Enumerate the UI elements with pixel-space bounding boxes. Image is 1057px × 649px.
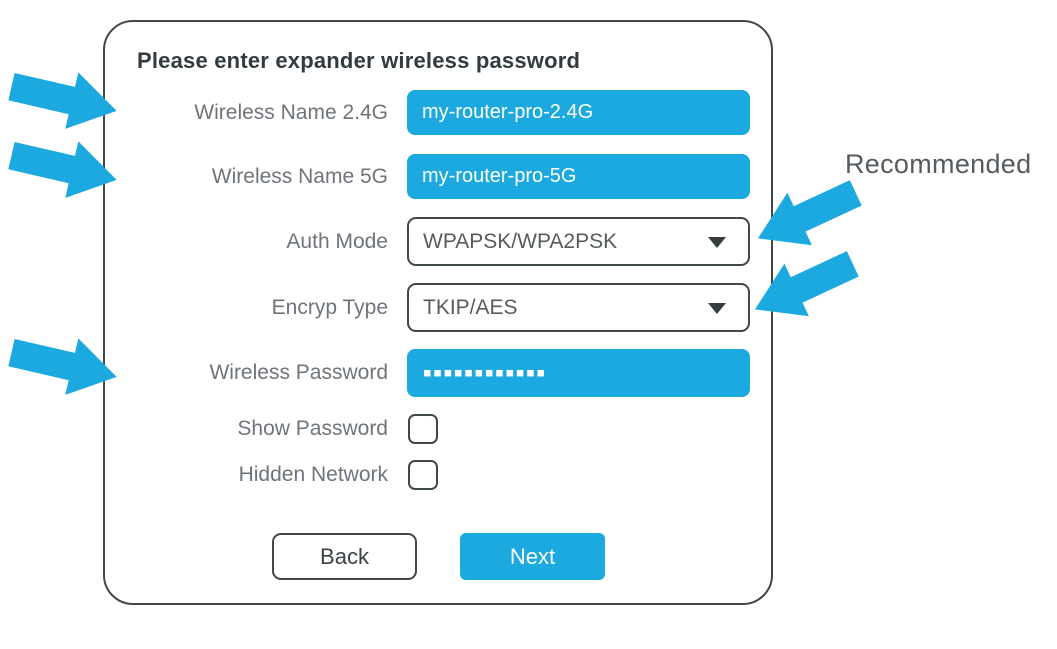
arrow-right-icon [4, 56, 125, 141]
wireless-name-24g-input[interactable]: my-router-pro-2.4G [407, 90, 750, 135]
auth-mode-select[interactable]: WPAPSK/WPA2PSK [407, 217, 750, 266]
back-button[interactable]: Back [272, 533, 417, 580]
wireless-password-label: Wireless Password [209, 361, 388, 384]
arrow-right-icon [4, 322, 125, 407]
dialog-title: Please enter expander wireless password [137, 48, 581, 73]
next-button[interactable]: Next [460, 533, 605, 580]
wireless-name-5g-input[interactable]: my-router-pro-5G [407, 154, 750, 199]
expander-password-dialog: Please enter expander wireless password … [103, 20, 773, 605]
arrow-down-left-icon [740, 236, 866, 339]
encryp-type-select[interactable]: TKIP/AES [407, 283, 750, 332]
auth-mode-label: Auth Mode [286, 230, 388, 253]
recommended-label: Recommended [845, 149, 1032, 179]
password-masked-value: ▪▪▪▪▪▪▪▪▪▪▪▪ [423, 365, 547, 381]
show-password-label: Show Password [237, 417, 388, 440]
auth-mode-selected-value: WPAPSK/WPA2PSK [423, 230, 618, 253]
hidden-network-checkbox[interactable] [408, 460, 438, 490]
encryp-type-selected-value: TKIP/AES [423, 296, 518, 319]
wireless-password-input[interactable]: ▪▪▪▪▪▪▪▪▪▪▪▪ [407, 349, 750, 397]
show-password-checkbox[interactable] [408, 414, 438, 444]
wireless-name-5g-label: Wireless Name 5G [211, 165, 388, 188]
hidden-network-label: Hidden Network [238, 463, 388, 486]
chevron-down-icon [708, 302, 726, 314]
chevron-down-icon [708, 236, 726, 248]
wireless-name-24g-label: Wireless Name 2.4G [194, 101, 388, 124]
encryp-type-label: Encryp Type [271, 296, 388, 319]
arrow-right-icon [4, 125, 125, 210]
arrow-down-left-icon [743, 165, 869, 268]
